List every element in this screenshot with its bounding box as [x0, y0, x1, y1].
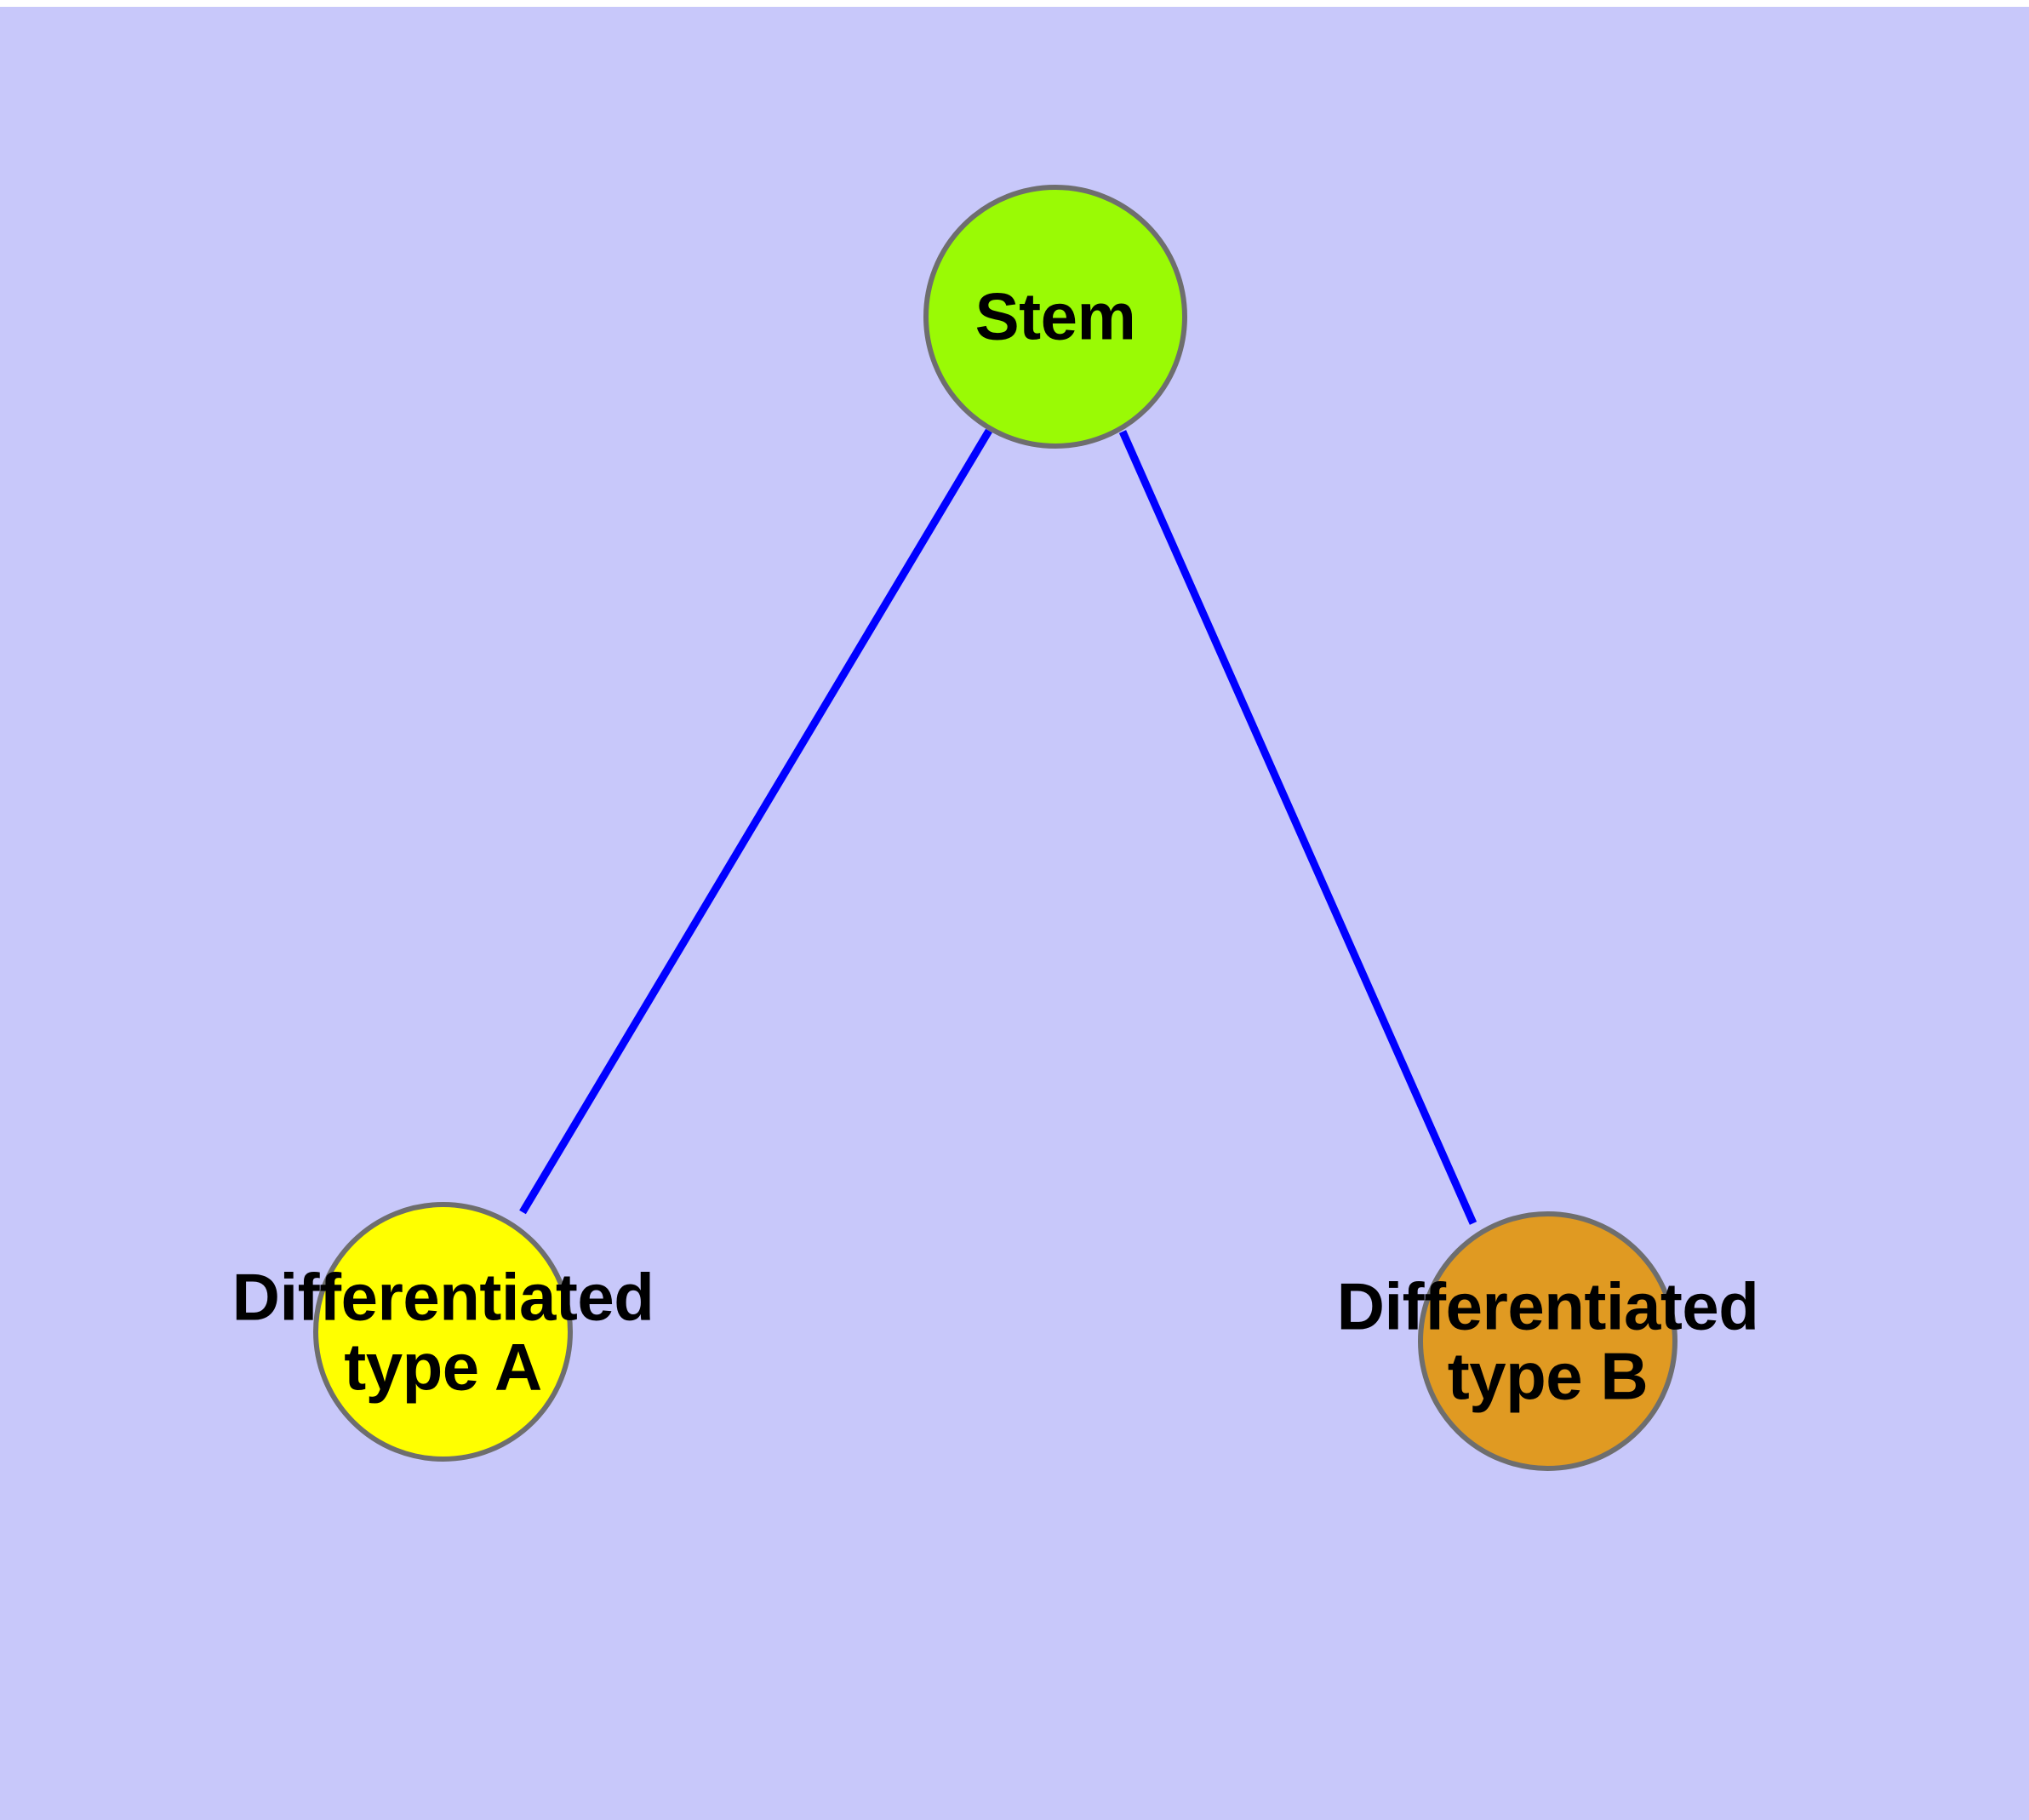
node-stem[interactable]: Stem	[923, 185, 1187, 449]
node-differentiated-type-a-label: Differentiated type A	[231, 1258, 654, 1405]
node-stem-label: Stem	[974, 278, 1136, 354]
node-differentiated-type-a[interactable]: Differentiated type A	[232, 1202, 654, 1462]
node-differentiated-type-b-label: Differentiated type B	[1336, 1268, 1759, 1414]
node-differentiated-type-b[interactable]: Differentiated type B	[1337, 1211, 1759, 1471]
